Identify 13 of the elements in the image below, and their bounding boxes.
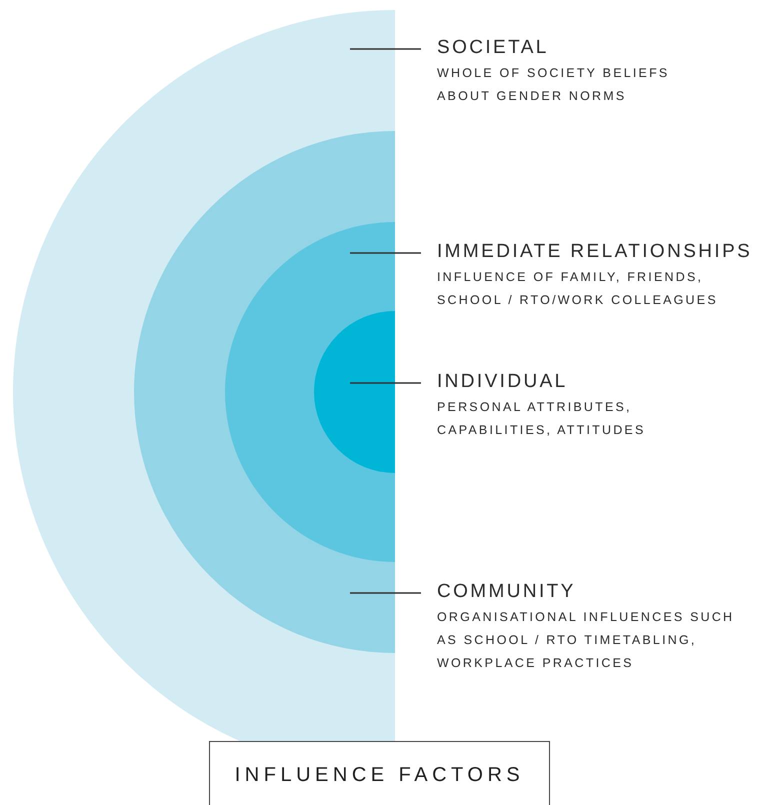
leader-line xyxy=(350,252,421,254)
leader-line xyxy=(350,382,421,384)
leader-line xyxy=(350,48,421,50)
leader-line xyxy=(350,592,421,594)
level-heading: SOCIETAL xyxy=(437,36,550,60)
level-description: ORGANISATIONAL INFLUENCES SUCH AS SCHOOL / RTO TIMETABLING, WORKPLACE PRACTICES xyxy=(437,609,736,672)
level-heading: IMMEDIATE RELATIONSHIPS xyxy=(437,240,747,264)
title-box: INFLUENCE FACTORS xyxy=(209,741,550,805)
level-description: INFLUENCE OF FAMILY, FRIENDS, SCHOOL / RTO/WORK COLLEAGUES xyxy=(437,269,719,309)
level-description: WHOLE OF SOCIETY BELIEFS ABOUT GENDER NORMS xyxy=(437,65,670,105)
level-description: PERSONAL ATTRIBUTES, CAPABILITIES, ATTITUDES xyxy=(437,399,647,439)
level-heading: COMMUNITY xyxy=(437,580,577,604)
level-heading: INDIVIDUAL xyxy=(437,370,569,394)
